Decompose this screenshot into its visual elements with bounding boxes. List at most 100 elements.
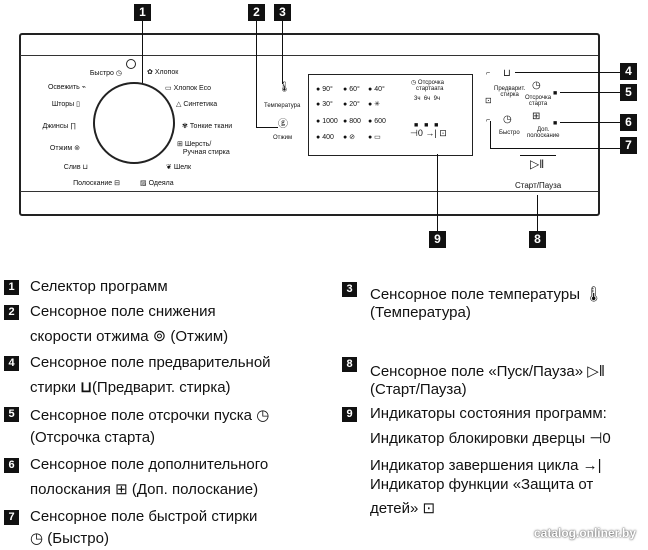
temp-label[interactable]: Температура — [264, 103, 301, 109]
callout-5: 5 — [620, 84, 637, 101]
program-cotton: ✿ Хлопок — [147, 69, 179, 76]
no-spin: ● ⊘ — [343, 134, 356, 141]
quick-icon: ◷ — [30, 530, 44, 547]
panel-top-line — [20, 55, 598, 56]
watermark: catalog.onliner.by — [533, 526, 636, 540]
program-blankets: ▨ Одеяла — [140, 180, 174, 187]
lead-4 — [515, 72, 620, 73]
callout-7: 7 — [620, 137, 637, 154]
child-lock-icon: ⊡ — [422, 500, 436, 517]
program-drain: Слив ⊔ — [63, 164, 88, 171]
program-selector-knob[interactable] — [93, 82, 175, 164]
spin-600: ● 600 — [368, 118, 386, 125]
spin-400: ● 400 — [316, 134, 334, 141]
status-icons: ⊣0 →| ⊡ — [410, 128, 447, 138]
lead-1 — [142, 21, 143, 83]
rinse-icon: ⊞ — [115, 481, 128, 498]
callout-9: 9 — [429, 231, 446, 248]
legend-text-5b: (Отсрочка старта) — [30, 429, 156, 446]
lead-8 — [537, 195, 538, 231]
legend-text-9d: Индикатор функции «Защита от — [370, 476, 594, 493]
temp-60: ● 60° — [343, 86, 360, 93]
legend-text-9e: детей» ⊡ — [370, 500, 436, 517]
child-lock-icon: ⊡ — [439, 128, 447, 138]
temp-40: ● 40° — [368, 86, 385, 93]
delay-hours: 3ч 6ч 9ч — [414, 96, 441, 102]
jeans-icon: ∏ — [70, 123, 76, 130]
legend-text-4b: стирки ⊔(Предварит. стирка) — [30, 379, 231, 396]
spin-icon: ⊚ — [152, 328, 167, 345]
stopwatch-icon: ◷ — [115, 70, 122, 77]
program-wool: ⊞ Шерсть/ Ручная стирка — [177, 141, 230, 156]
callout-1: 1 — [134, 4, 151, 21]
quick-button[interactable]: Быстро — [499, 130, 520, 136]
program-delicates: ✾ Тонкие ткани — [182, 123, 233, 130]
delay-icon: ◷ — [532, 80, 541, 91]
legend-num-8: 8 — [342, 357, 357, 372]
start-pause-icon: ▷‖ — [587, 363, 605, 380]
rinse-hold: ● ▭ — [368, 134, 381, 141]
legend-text-9a: Индикаторы состояния программ: — [370, 405, 607, 422]
thermometer-icon: 🌡 — [584, 286, 604, 303]
legend-num-7: 7 — [4, 510, 19, 525]
cotton-eco-icon: ▭ — [165, 85, 172, 92]
callout-4: 4 — [620, 63, 637, 80]
start-pause-icon: ▷‖ — [530, 157, 545, 171]
control-panel — [19, 33, 600, 216]
prewash-icon: ⊔ — [503, 68, 511, 79]
thermometer-icon: 🌡 — [278, 82, 291, 93]
wool-icon: ⊞ — [177, 141, 183, 148]
child-lock-panel-icon: ⊡ — [485, 96, 492, 105]
callout-6: 6 — [620, 114, 637, 131]
legend-text-1: Селектор программ — [30, 278, 168, 295]
door-lock-icon: ⊣0 — [589, 430, 611, 447]
start-pause-button[interactable]: Старт/Пауза — [515, 181, 562, 190]
program-cotton-eco: ▭ Хлопок Eco — [165, 85, 212, 92]
status-dots: ■ ■ ■ — [414, 122, 439, 129]
program-rinse: Полоскание ⊟ — [73, 180, 120, 187]
cycle-end-icon: →| — [582, 457, 602, 474]
prewash-icon: ⊔ — [80, 379, 92, 396]
rinse-icon: ⊞ — [532, 111, 541, 122]
legend-text-9b: Индикатор блокировки дверцы ⊣0 — [370, 430, 611, 447]
spin-icon: ⊚ — [74, 145, 80, 152]
lead-2b — [256, 127, 278, 128]
spin-label[interactable]: Отжим — [273, 135, 293, 141]
quick-bracket: ⌐ — [486, 117, 491, 124]
program-jeans: Джинсы ∏ — [42, 123, 76, 130]
rinse-button[interactable]: Доп.полоскание — [527, 127, 560, 139]
temp-30: ● 30° — [316, 101, 333, 108]
legend-num-6: 6 — [4, 458, 19, 473]
legend-num-5: 5 — [4, 407, 19, 422]
cycle-end-icon: →| — [425, 128, 437, 138]
delay-display: ◷ Отсрочка стартаата — [411, 80, 445, 92]
legend-text-2b: скорости отжима ⊚ (Отжим) — [30, 328, 229, 345]
lead-7 — [490, 148, 620, 149]
rinse-led: ■ — [553, 120, 558, 127]
spin-button-icon: ⓖ — [278, 119, 288, 130]
legend-text-8b: (Старт/Пауза) — [370, 381, 467, 398]
silk-icon: ❦ — [166, 164, 172, 171]
callout-2: 2 — [248, 4, 265, 21]
spin-1000: ● 1000 — [316, 118, 338, 125]
lead-6 — [560, 122, 620, 123]
lead-9 — [437, 154, 438, 231]
legend-text-8a: Сенсорное поле «Пуск/Пауза» ▷‖ — [370, 363, 605, 380]
lead-2 — [256, 21, 257, 127]
drain-icon: ⊔ — [82, 164, 88, 171]
legend-num-2: 2 — [4, 305, 19, 320]
program-spin: Отжим ⊚ — [49, 145, 80, 152]
legend-text-2a: Сенсорное поле снижения — [30, 303, 216, 320]
quick-icon: ◷ — [503, 114, 512, 125]
prewash-bracket: ⌐ — [486, 70, 491, 77]
delay-led: ■ — [553, 90, 558, 97]
prewash-button[interactable]: Предварит.стирка — [494, 86, 526, 98]
synthetics-icon: △ — [176, 101, 182, 108]
lead-5 — [560, 92, 620, 93]
curtain-icon: ▯ — [76, 101, 80, 108]
rinse-icon: ⊟ — [114, 180, 120, 187]
program-quick: Быстро ◷ — [89, 70, 122, 77]
legend-num-4: 4 — [4, 356, 19, 371]
legend-num-9: 9 — [342, 407, 357, 422]
